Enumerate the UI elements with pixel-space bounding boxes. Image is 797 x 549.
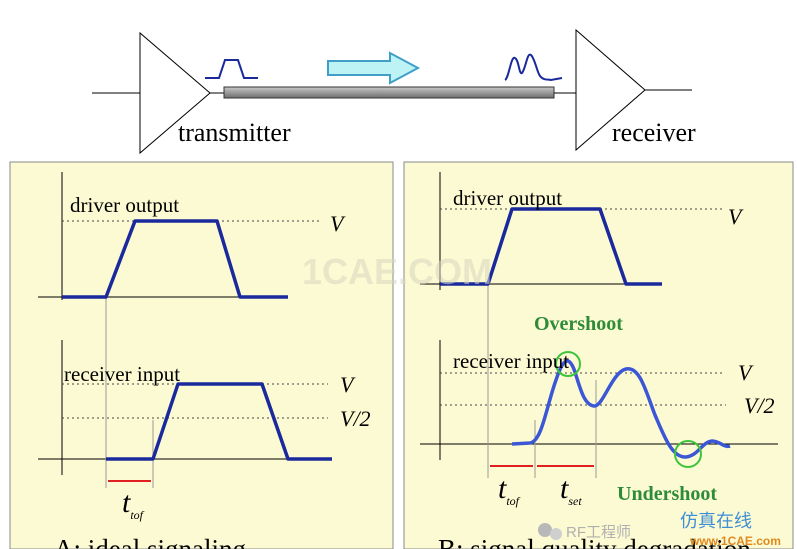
label-b-set-sub: set — [568, 494, 582, 508]
wechat-icon-secondary — [550, 528, 562, 540]
propagation-arrow-icon — [327, 51, 421, 85]
label-a-t: t — [122, 486, 131, 519]
label-b-receiver-input: receiver input — [453, 349, 569, 373]
label-a-v-receiver: V — [340, 372, 356, 397]
label-b-t-set: tset — [560, 472, 582, 508]
wechat-icon — [538, 523, 552, 537]
ideal-pulse-icon — [205, 59, 258, 79]
trace-a-driver-output — [62, 219, 288, 299]
transmission-line-bar — [223, 86, 555, 99]
watermark-center: 1CAE.COM — [302, 251, 492, 292]
label-b-t1: t — [498, 472, 507, 505]
label-b-v-driver: V — [728, 204, 744, 229]
transmitter-buffer-icon — [139, 31, 211, 155]
watermark-bottom: RF工程师 仿真在线 www.1CAE.com — [538, 511, 781, 548]
panel-a-ideal: driver output receiver input V V V/2 tto… — [9, 161, 394, 549]
receiver-buffer-icon — [575, 28, 646, 152]
transmitter-label: transmitter — [178, 118, 291, 147]
label-a-tof-sub: tof — [130, 508, 144, 522]
label-b-v-receiver: V — [738, 360, 754, 385]
overshoot-label: Overshoot — [534, 313, 623, 335]
label-a-receiver-input: receiver input — [64, 362, 180, 386]
watermark-cn: 仿真在线 — [680, 511, 752, 531]
caption-a: A: ideal signaling — [54, 534, 246, 549]
distorted-pulse-icon — [504, 53, 563, 82]
label-a-v-driver: V — [330, 211, 346, 236]
caption-b: B: signal quality degradation — [438, 534, 751, 549]
undershoot-label: Undershoot — [617, 483, 717, 505]
overshoot-highlight — [555, 351, 581, 377]
panel-b-degraded: driver output receiver input V V V/2 Ove… — [403, 161, 794, 549]
watermark-wechat: RF工程师 — [566, 524, 631, 541]
label-b-t-tof: ttof — [498, 472, 521, 508]
label-b-v2: V/2 — [744, 393, 775, 418]
label-a-t-tof: ttof — [122, 486, 145, 522]
trace-b-driver-output — [440, 207, 662, 286]
trace-a-receiver-input — [106, 382, 332, 461]
label-b-t2: t — [560, 472, 569, 505]
label-b-driver-output: driver output — [453, 186, 562, 210]
transmission-line-schematic: transmitter receiver — [92, 28, 696, 155]
label-b-tof-sub: tof — [506, 494, 520, 508]
undershoot-highlight — [674, 440, 702, 468]
label-a-driver-output: driver output — [70, 193, 179, 217]
panel-b-background — [403, 161, 794, 549]
receiver-label: receiver — [612, 118, 696, 147]
watermark-url: www.1CAE.com — [689, 534, 781, 548]
panel-a-background — [9, 161, 394, 549]
trace-b-receiver-input — [511, 359, 731, 459]
label-a-v2: V/2 — [340, 406, 371, 431]
